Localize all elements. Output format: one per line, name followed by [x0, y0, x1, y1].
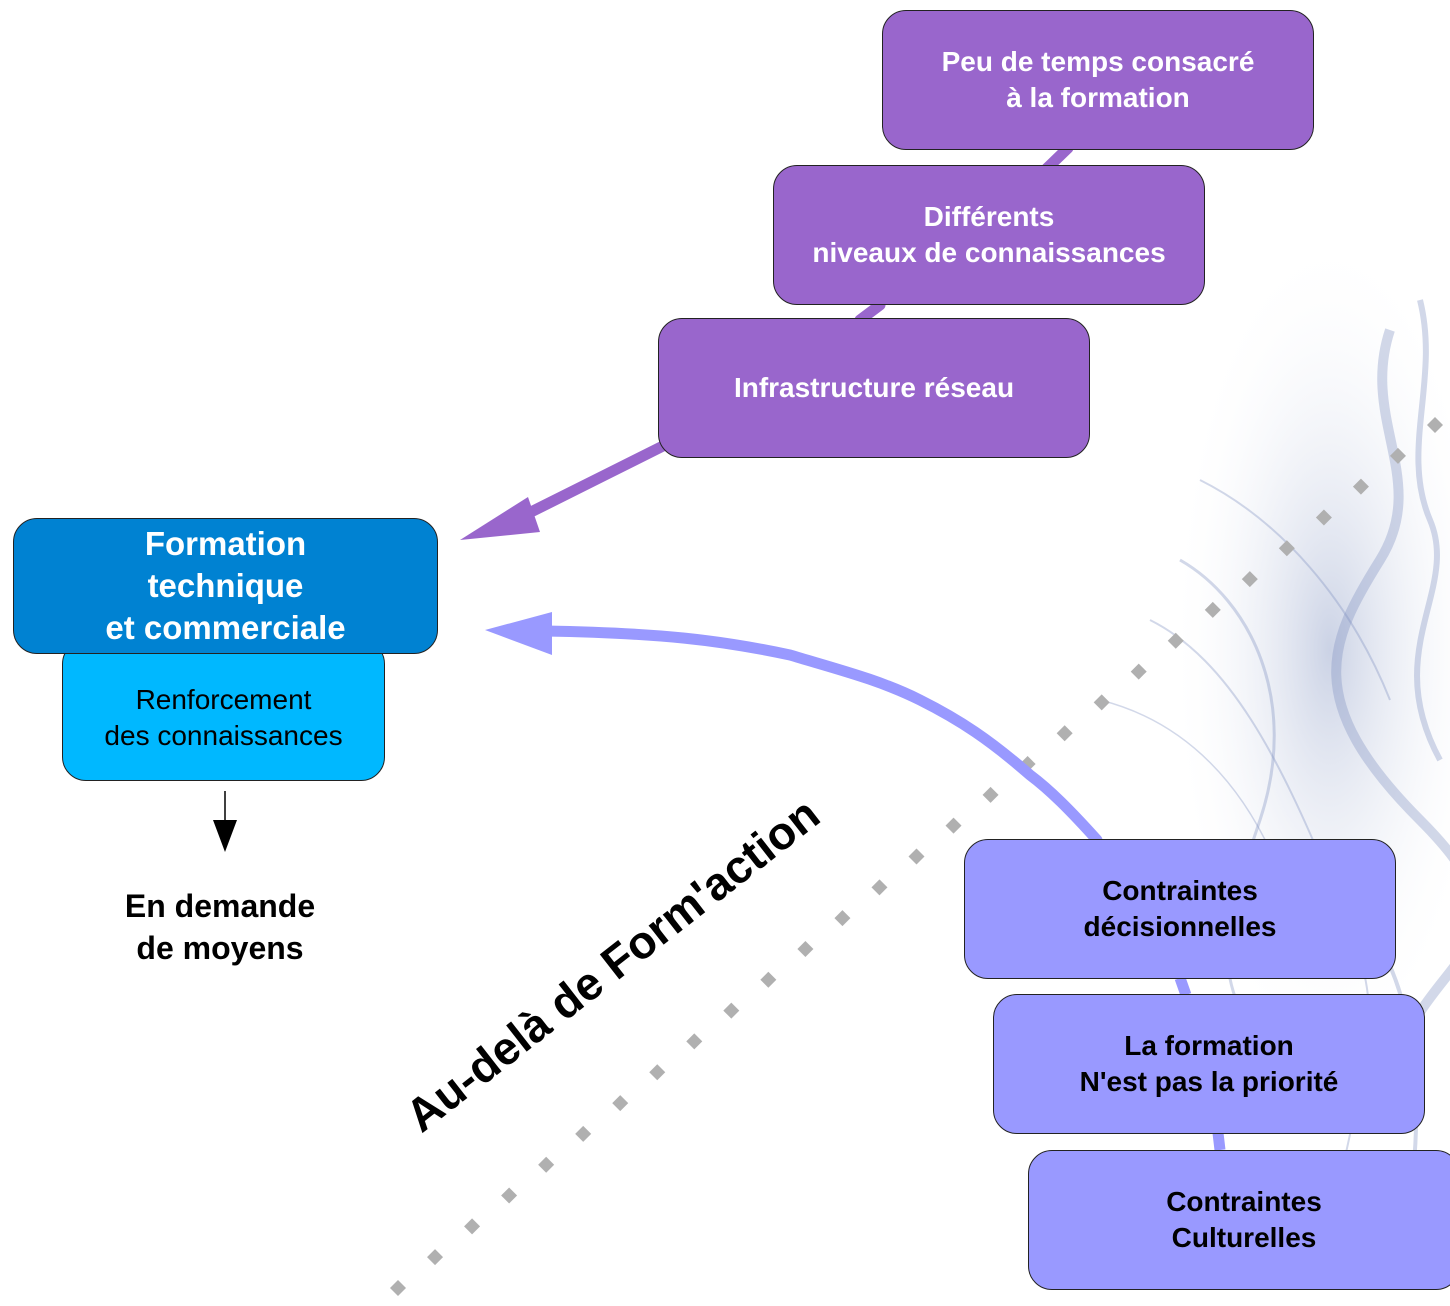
separator-dot [834, 910, 851, 927]
separator-dot [1093, 694, 1110, 711]
box-peu-de-temps-label: Peu de temps consacré à la formation [941, 46, 1255, 113]
separator-dot [612, 1095, 629, 1112]
separator-dot [1056, 725, 1073, 742]
separator-dot [797, 940, 814, 957]
box-formation-label: Formation technique et commerciale [105, 525, 346, 646]
separator-dot [1278, 540, 1295, 557]
box-infrastructure-label: Infrastructure réseau [733, 372, 1015, 403]
lavender-connector-line [539, 625, 1103, 846]
separator-dot [427, 1249, 444, 1266]
box-contraintes-decisionnelles: Contraintes décisionnelles [964, 839, 1396, 979]
box-renforcement-label: Renforcement des connaissances [104, 683, 343, 751]
separator-dot [501, 1187, 518, 1204]
separator-dot [1167, 632, 1184, 649]
box-renforcement: Renforcement des connaissances [62, 640, 385, 781]
separator-dot [464, 1218, 481, 1235]
separator-dot [575, 1125, 592, 1142]
box-infrastructure: Infrastructure réseau [658, 318, 1090, 458]
box-contraintes-decisionnelles-label: Contraintes décisionnelles [1083, 875, 1277, 942]
box-la-formation-label: La formation N'est pas la priorité [1079, 1030, 1339, 1097]
box-formation: Formation technique et commerciale [13, 518, 438, 654]
separator-dot [1130, 663, 1147, 680]
separator-dot [1019, 756, 1036, 773]
box-differents-niveaux: Différents niveaux de connaissances [773, 165, 1205, 305]
separator-dot [723, 1002, 740, 1019]
separator-dot [945, 817, 962, 834]
box-peu-de-temps: Peu de temps consacré à la formation [882, 10, 1314, 150]
separator-dot [538, 1156, 555, 1173]
separator-dot [649, 1064, 666, 1081]
purple-arrow-head [460, 497, 540, 540]
separator-dot [1241, 571, 1258, 588]
separator-dot [760, 971, 777, 988]
separator-dot [390, 1280, 406, 1296]
box-la-formation: La formation N'est pas la priorité [993, 994, 1425, 1134]
separator-dot [1315, 509, 1332, 526]
lavender-arrow-head [485, 612, 552, 655]
box-contraintes-culturelles: Contraintes Culturelles [1028, 1150, 1450, 1290]
box-contraintes-culturelles-label: Contraintes Culturelles [1166, 1186, 1322, 1253]
separator-dot [1204, 601, 1221, 618]
en-demande-text: En demande de moyens [124, 888, 316, 966]
separator-dot [1352, 478, 1369, 495]
box-differents-niveaux-label: Différents niveaux de connaissances [812, 201, 1166, 268]
separator-dot [1427, 417, 1443, 433]
separator-dot [982, 786, 999, 803]
separator-dot [686, 1033, 703, 1050]
down-arrow-head [213, 820, 237, 852]
separator-dot [871, 879, 888, 896]
separator-dot [1389, 447, 1406, 464]
separator-dot [908, 848, 925, 865]
dotted-separator-line [390, 417, 1443, 1296]
lavender-connector-lower [1174, 976, 1226, 1151]
